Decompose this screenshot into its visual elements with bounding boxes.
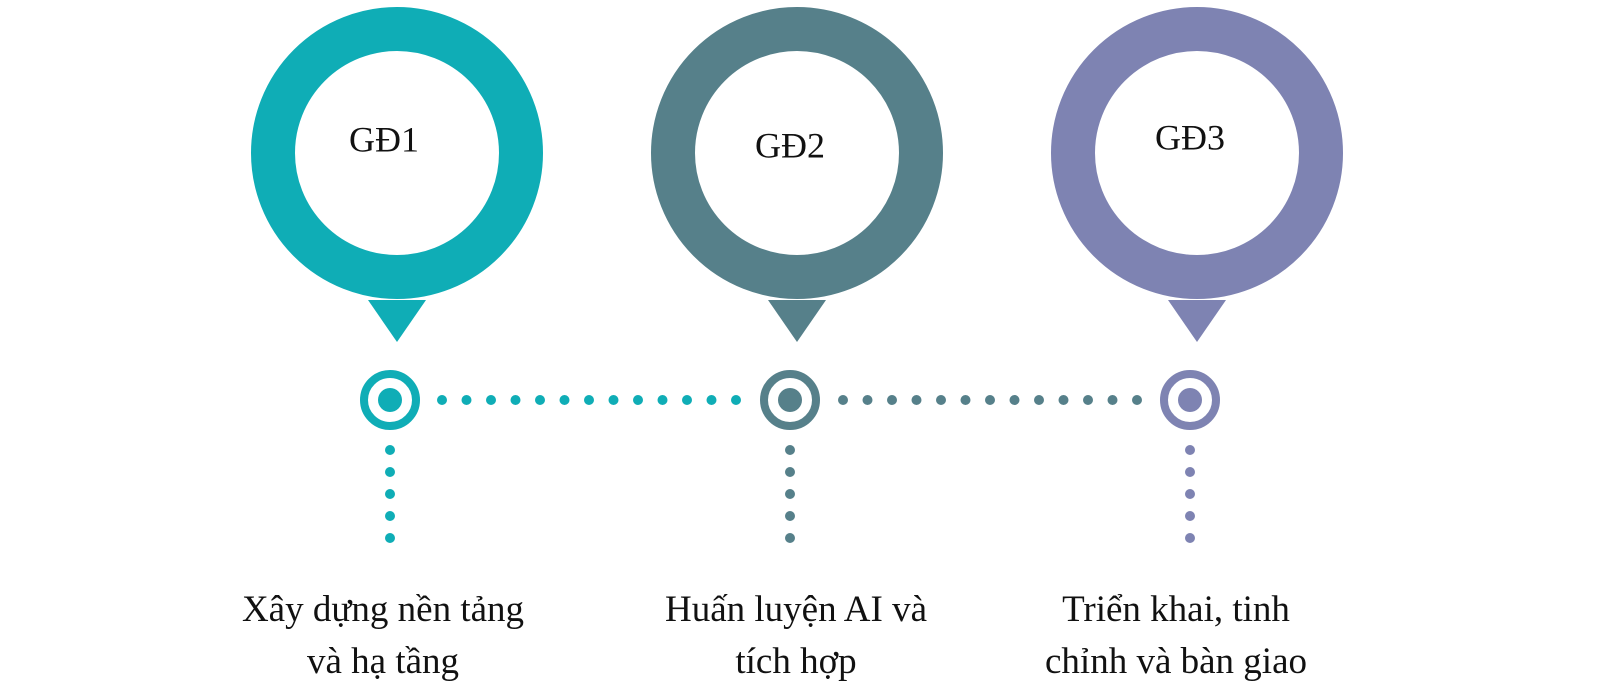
phase-2-node-dot — [778, 388, 802, 412]
phase-2-label: GĐ2 — [755, 125, 825, 165]
connector-dot — [1107, 395, 1118, 405]
connector-dot — [862, 395, 873, 405]
phase-1-pin-ring — [251, 7, 543, 299]
phase-2-drop-dots — [785, 445, 795, 543]
phase-2-marker: GĐ2 — [651, 7, 943, 543]
phase-1-description-line-1: Xây dựng nền tảng — [241, 589, 525, 630]
phase-3-label: GĐ3 — [1155, 117, 1225, 157]
connector-dot — [1058, 395, 1069, 405]
drop-dot — [1185, 489, 1195, 499]
phase-3-description-line-2: chỉnh và bàn giao — [1045, 641, 1307, 682]
drop-dot — [1185, 445, 1195, 455]
drop-dot — [785, 533, 795, 543]
connector-dots-phase2-phase3 — [838, 395, 1142, 405]
phase-1-node-dot — [378, 388, 402, 412]
drop-dot — [785, 445, 795, 455]
drop-dot — [1185, 533, 1195, 543]
connector-dot — [936, 395, 946, 405]
connector-dot — [1034, 395, 1044, 405]
connector-dot — [911, 395, 922, 405]
phase-1-description: Xây dựng nền tảng và hạ tầng — [163, 584, 603, 688]
phase-2-pin-ring — [651, 7, 943, 299]
phase-3-description-line-1: Triển khai, tinh — [1062, 589, 1290, 630]
connector-dot — [657, 395, 668, 405]
phase-3-pin-ring — [1051, 7, 1343, 299]
drop-dot — [385, 511, 395, 521]
drop-dot — [385, 489, 395, 499]
drop-dot — [1185, 511, 1195, 521]
connector-dot — [985, 395, 995, 405]
connector-dot — [437, 395, 447, 405]
drop-dot — [385, 467, 395, 477]
connector-dot — [559, 395, 570, 405]
connector-dot — [887, 395, 897, 405]
phase-3-marker: GĐ3 — [1051, 7, 1343, 543]
connector-dot — [535, 395, 545, 405]
phase-1-marker: GĐ1 — [251, 7, 543, 543]
connector-dots-phase1-phase2 — [437, 395, 741, 405]
connector-dot — [960, 395, 971, 405]
phase-1-node-ring — [360, 370, 420, 430]
phase-2-description: Huấn luyện AI và tích hợp — [576, 584, 1016, 688]
phase-2-description-line-1: Huấn luyện AI và — [664, 589, 928, 630]
phase-1-label: GĐ1 — [349, 119, 419, 159]
phase-1-description-line-2: và hạ tầng — [306, 641, 460, 682]
drop-dot — [385, 445, 395, 455]
connector-dot — [584, 395, 594, 405]
connector-dot — [1083, 395, 1093, 405]
phase-2-node-ring — [760, 370, 820, 430]
connector-dot — [461, 395, 472, 405]
phase-3-node-ring — [1160, 370, 1220, 430]
connector-dot — [633, 395, 643, 405]
connector-dot — [838, 395, 848, 405]
phase-2-pin-tail — [768, 300, 826, 342]
drop-dot — [785, 511, 795, 521]
phase-1-drop-dots — [385, 445, 395, 543]
connector-dot — [1009, 395, 1020, 405]
connector-dot — [608, 395, 619, 405]
phase-1-pin-tail — [368, 300, 426, 342]
drop-dot — [785, 467, 795, 477]
phase-3-node-dot — [1178, 388, 1202, 412]
connector-dot — [731, 395, 741, 405]
drop-dot — [1185, 467, 1195, 477]
phase-3-drop-dots — [1185, 445, 1195, 543]
phase-3-pin-tail — [1168, 300, 1226, 342]
connector-dot — [510, 395, 521, 405]
connector-dot — [706, 395, 717, 405]
connector-dot — [486, 395, 496, 405]
connector-dot — [682, 395, 692, 405]
connector-dot — [1132, 395, 1142, 405]
phase-3-description: Triển khai, tinh chỉnh và bàn giao — [956, 584, 1396, 688]
drop-dot — [385, 533, 395, 543]
drop-dot — [785, 489, 795, 499]
phase-2-description-line-2: tích hợp — [735, 641, 857, 682]
